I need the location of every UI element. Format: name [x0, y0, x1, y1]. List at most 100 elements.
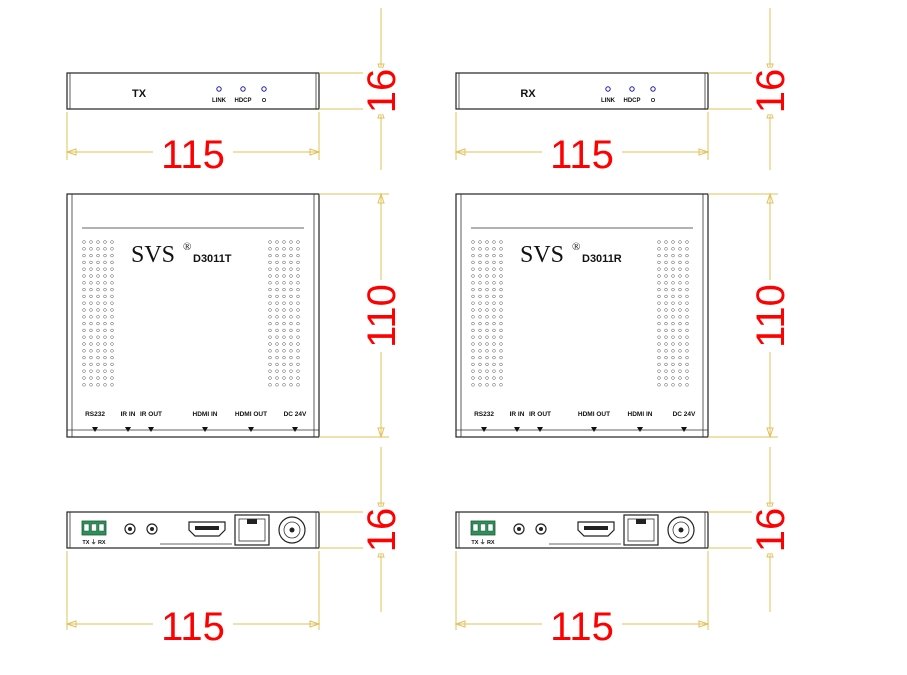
tx-led-hdcp-label: HDCP: [234, 98, 251, 104]
rx-vent-left: [485, 253, 489, 258]
rx-vent-right: [685, 308, 689, 312]
rx-front-label-bg: [542, 134, 622, 174]
tx-vent-right: [268, 247, 272, 251]
tx-vent-left: [103, 335, 107, 339]
tx-vent-left: [110, 294, 114, 299]
tx-vent-left: [89, 321, 93, 326]
tx-vdim-top-bg: [363, 68, 399, 114]
tx-vent-right: [282, 335, 286, 339]
tx-hdmi-port: [188, 521, 226, 537]
rx-vent-left: [499, 328, 503, 333]
tx-vent-left: [110, 355, 114, 360]
tx-vent-right: [282, 260, 286, 265]
rx-vent-right: [664, 267, 668, 271]
rx-front-arrow-right: [698, 148, 710, 156]
tx-vent-left: [82, 287, 86, 292]
tx-vent-left: [89, 369, 93, 373]
rx-rs232-pin-1: [480, 523, 486, 532]
tx-vent-left: [82, 260, 86, 265]
rx-vent-left: [492, 376, 496, 380]
rx-rear-body: [455, 511, 709, 549]
rx-front-arrow-left: [454, 148, 466, 156]
rx-vent-right: [685, 349, 689, 353]
tx-vent-left: [96, 240, 100, 244]
rx-vent-left: [478, 328, 482, 333]
rx-vent-right: [678, 362, 682, 367]
tx-rear-arrow-right: [309, 620, 321, 628]
tx-vent-left: [89, 287, 93, 292]
rx-rear-label-bg: [542, 606, 622, 646]
rx-vent-right: [664, 308, 668, 312]
rx-vent-left: [485, 328, 489, 333]
rx-vent-left: [499, 308, 503, 312]
rx-vent-left: [471, 321, 475, 326]
rx-port-marker-4: [637, 427, 643, 432]
tx-vent-left: [96, 274, 100, 278]
tx-vent-right: [289, 362, 293, 367]
tx-led-0: [216, 86, 222, 92]
tx-vent-left: [103, 294, 107, 299]
rx-vent-right: [685, 294, 689, 299]
tx-vent-right: [275, 301, 279, 305]
rx-vent-left: [471, 369, 475, 373]
rx-vent-left: [471, 335, 475, 339]
rx-rs232-label: TX ⏚ RX: [471, 539, 495, 546]
tx-reset-button: [261, 98, 266, 103]
rx-vent-right: [671, 369, 675, 373]
rx-vent-right: [657, 349, 661, 353]
tx-vent-left: [82, 355, 86, 360]
rx-vent-right: [671, 328, 675, 333]
rx-vent-left: [485, 342, 489, 346]
tx-vent-right: [296, 355, 300, 360]
tx-vent-left: [82, 383, 86, 387]
tx-ir-out-jack: [146, 523, 158, 535]
rx-vent-left: [478, 247, 482, 251]
tx-vent-left: [89, 376, 93, 380]
tx-vent-left: [82, 294, 86, 299]
tx-vent-left: [103, 247, 107, 251]
rx-vent-left: [471, 274, 475, 278]
rx-vent-left: [492, 260, 496, 265]
tx-vent-right: [296, 260, 300, 265]
tx-rj45-clip: [247, 519, 257, 524]
tx-vent-left: [110, 321, 114, 326]
rx-vent-left: [471, 342, 475, 346]
tx-dc-jack-pin: [289, 527, 295, 533]
rx-port-marker-1: [514, 427, 520, 432]
tx-vent-right: [289, 376, 293, 380]
rx-vent-right: [678, 376, 682, 380]
rx-depth-label: 110: [749, 284, 793, 348]
rx-vent-right: [678, 274, 682, 278]
tx-vent-right: [296, 321, 300, 326]
rx-vent-left: [492, 315, 496, 319]
tx-rear-width-label: 115: [161, 605, 225, 649]
rx-vent-right: [671, 247, 675, 251]
tx-vent-left: [82, 321, 86, 326]
tx-vent-right: [275, 274, 279, 278]
rx-rj45-clip: [636, 519, 646, 524]
tx-port-marker-3: [202, 427, 208, 432]
tx-vent-left: [82, 349, 86, 353]
rx-vent-left: [478, 369, 482, 373]
tx-ir-in-jack-core: [128, 527, 132, 531]
tx-vent-right: [289, 383, 293, 387]
tx-vent-holes: [82, 240, 300, 387]
tx-vent-left: [82, 240, 86, 244]
tx-vent-right: [296, 328, 300, 333]
tx-vent-right: [289, 260, 293, 265]
tx-vent-right: [268, 294, 272, 299]
rx-vent-right: [657, 342, 661, 346]
rx-vent-right: [671, 287, 675, 292]
rx-vent-left: [471, 253, 475, 258]
rx-vent-right: [671, 355, 675, 360]
tx-vent-left: [110, 335, 114, 339]
tx-ir-in-jack: [124, 523, 136, 535]
tx-vent-left: [110, 240, 114, 244]
tx-vent-left: [103, 349, 107, 353]
rx-vent-left: [478, 362, 482, 367]
rx-vent-right: [664, 376, 668, 380]
rx-vent-left: [492, 274, 496, 278]
rx-led-hdcp-label: HDCP: [623, 98, 640, 104]
tx-vent-right: [289, 335, 293, 339]
tx-vent-right: [282, 287, 286, 292]
